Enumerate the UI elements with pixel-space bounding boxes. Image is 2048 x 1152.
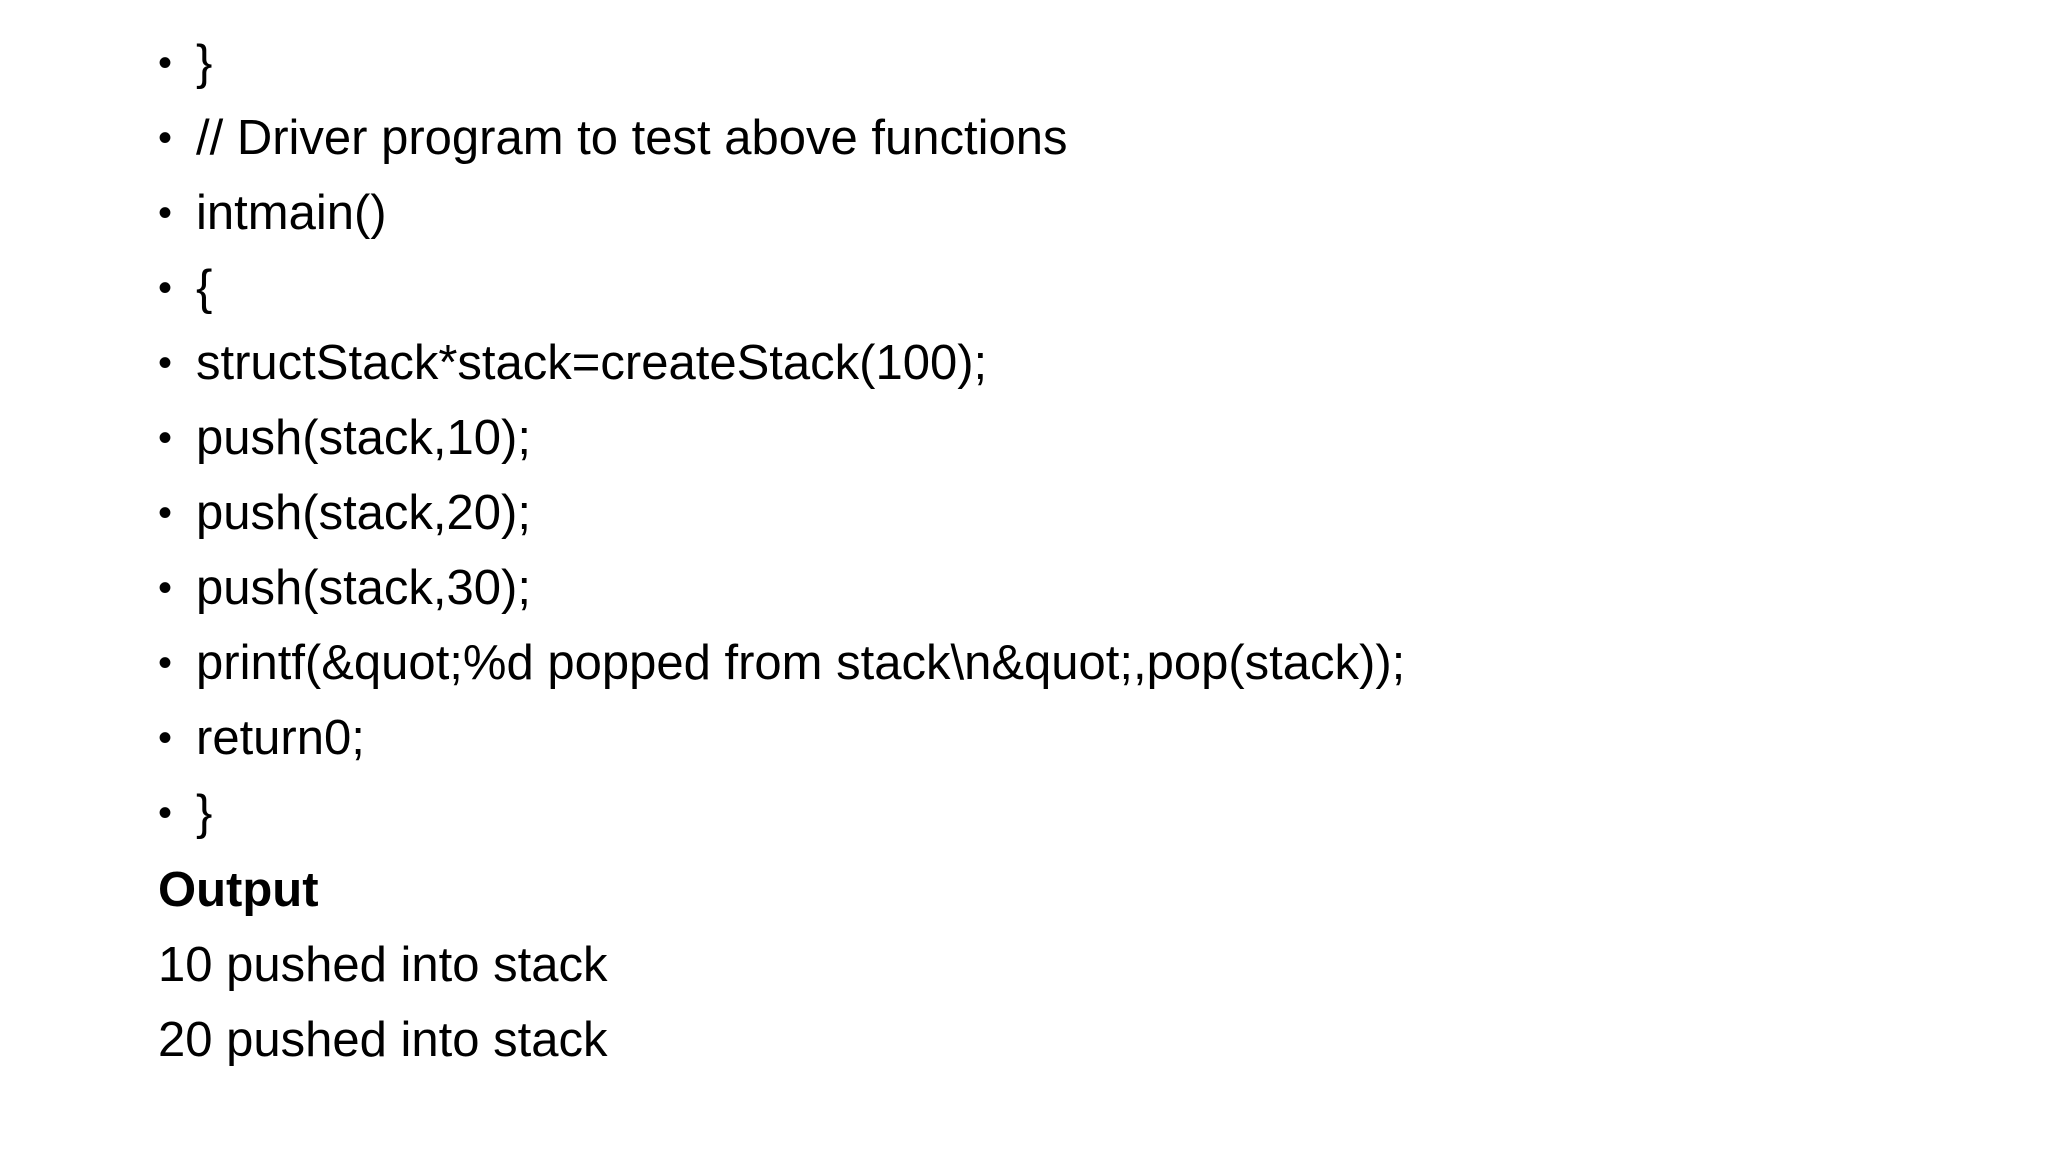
bullet-icon: •: [158, 791, 173, 835]
bullet-icon: •: [158, 716, 173, 760]
code-line: • printf(&quot;%d popped from stack\n&qu…: [158, 630, 1958, 705]
code-line: • }: [158, 780, 1958, 855]
code-line: • push(stack,30);: [158, 555, 1958, 630]
output-line: 20 pushed into stack: [158, 1013, 608, 1067]
code-line: • structStack*stack=createStack(100);: [158, 330, 1958, 405]
code-line-text: // Driver program to test above function…: [196, 111, 1068, 165]
bullet-icon: •: [158, 266, 173, 310]
code-line: • // Driver program to test above functi…: [158, 105, 1958, 180]
bullet-icon: •: [158, 566, 173, 610]
code-line: • {: [158, 255, 1958, 330]
slide-content: • } • // Driver program to test above fu…: [158, 30, 1958, 1080]
bullet-icon: •: [158, 191, 173, 235]
output-line: 10 pushed into stack: [158, 938, 608, 992]
code-line-text: }: [196, 786, 213, 840]
bullet-icon: •: [158, 641, 173, 685]
bullet-icon: •: [158, 341, 173, 385]
code-line-text: }: [196, 36, 213, 90]
code-line-text: push(stack,10);: [196, 411, 531, 465]
code-line: • push(stack,10);: [158, 405, 1958, 480]
code-line-text: push(stack,20);: [196, 486, 531, 540]
bullet-icon: •: [158, 491, 173, 535]
code-line-text: structStack*stack=createStack(100);: [196, 336, 988, 390]
code-line-text: {: [196, 261, 213, 315]
code-line: • return0;: [158, 705, 1958, 780]
bullet-icon: •: [158, 41, 173, 85]
code-line: • }: [158, 30, 1958, 105]
code-line-text: printf(&quot;%d popped from stack\n&quot…: [196, 636, 1406, 690]
code-bullet-list: • } • // Driver program to test above fu…: [158, 30, 1958, 855]
code-line-text: intmain(): [196, 186, 387, 240]
code-line-text: return0;: [196, 711, 365, 765]
output-heading: Output: [158, 863, 319, 917]
bullet-icon: •: [158, 416, 173, 460]
code-line: • push(stack,20);: [158, 480, 1958, 555]
code-line: • intmain(): [158, 180, 1958, 255]
code-line-text: push(stack,30);: [196, 561, 531, 615]
bullet-icon: •: [158, 116, 173, 160]
